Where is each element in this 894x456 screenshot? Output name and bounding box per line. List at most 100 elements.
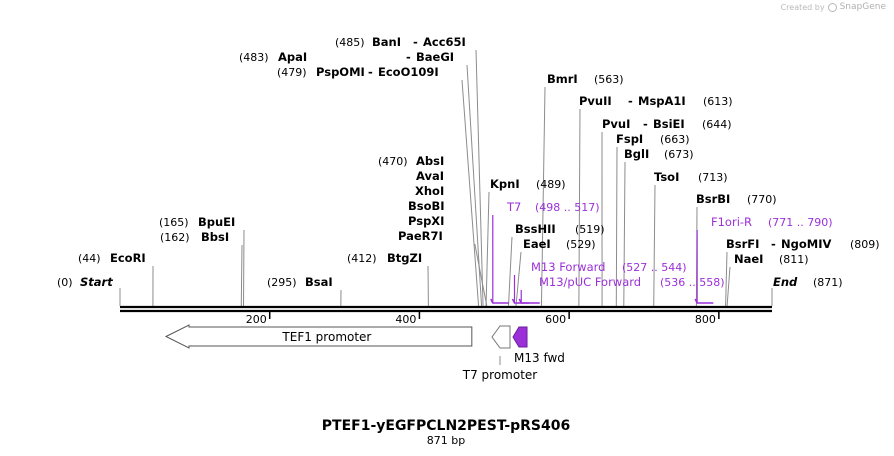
enzyme-site-pspomi[interactable]: (479) PspOMI-EcoO109I bbox=[277, 65, 439, 79]
primer-m13-puc-forward[interactable]: M13/pUC Forward(536 .. 558) bbox=[518, 275, 725, 304]
enzyme-name[interactable]: BmrI bbox=[547, 72, 578, 86]
enzyme-name[interactable]: BbsI bbox=[201, 230, 229, 244]
enzyme-name[interactable]: ApaI bbox=[278, 50, 307, 64]
enzyme-position: (485) bbox=[335, 36, 365, 49]
end-label[interactable]: End bbox=[773, 275, 798, 289]
enzyme-leader bbox=[615, 146, 618, 307]
enzyme-name[interactable]: AbsI bbox=[416, 154, 444, 168]
ruler-tick-label: 200 bbox=[246, 313, 267, 326]
enzyme-position: (479) bbox=[277, 66, 307, 79]
enzyme-site-kpni[interactable]: (489) KpnI bbox=[490, 177, 566, 191]
primer-m13-forward[interactable]: M13 Forward(527 .. 544) bbox=[511, 260, 687, 304]
enzyme-site-pvui[interactable]: (644)PvuI-BsiEI bbox=[602, 117, 732, 131]
enzyme-site-bani[interactable]: (485)BanI-Acc65I bbox=[335, 35, 466, 49]
enzyme-site-bsai[interactable]: (295) BsaI bbox=[267, 275, 333, 289]
enzyme-name[interactable]: BpuEI bbox=[198, 215, 235, 229]
enzyme-name[interactable]: MspA1I bbox=[638, 94, 686, 108]
enzyme-separator: - bbox=[643, 117, 648, 131]
enzyme-leader bbox=[725, 251, 728, 307]
enzyme-position: (489) bbox=[536, 178, 566, 191]
enzyme-name[interactable]: XhoI bbox=[415, 184, 444, 198]
primer-f1ori-r[interactable]: F1ori-R(771 .. 790) bbox=[694, 215, 833, 304]
enzyme-leader bbox=[540, 86, 546, 307]
enzyme-position: (811) bbox=[779, 253, 809, 266]
enzyme-site-bsrfi[interactable]: (809)BsrFI-NgoMIV bbox=[726, 237, 880, 251]
enzyme-site-naei[interactable]: (811) NaeI bbox=[734, 252, 809, 266]
enzyme-name[interactable]: BglI bbox=[624, 147, 649, 161]
enzyme-leader bbox=[461, 79, 480, 307]
ruler-tick-label: 600 bbox=[545, 313, 566, 326]
enzyme-site-fspi[interactable]: (663) FspI bbox=[616, 132, 690, 146]
enzyme-leader bbox=[466, 64, 483, 307]
feature-label: M13 fwd bbox=[514, 351, 565, 365]
enzyme-site-bbsi[interactable]: (162)BbsI bbox=[160, 230, 229, 244]
enzyme-site-btgzi[interactable]: (412)BtgZI bbox=[347, 251, 422, 265]
feature-t7-promoter[interactable]: T7 promoter bbox=[462, 325, 538, 382]
enzyme-leader bbox=[240, 244, 243, 307]
primer-name[interactable]: M13 Forward bbox=[531, 260, 605, 274]
enzyme-separator: - bbox=[368, 65, 373, 79]
enzyme-position: (663) bbox=[660, 133, 690, 146]
enzyme-name[interactable]: AvaI bbox=[416, 169, 444, 183]
enzyme-site-bgli[interactable]: (673)BglI bbox=[624, 147, 694, 161]
primer-name[interactable]: F1ori-R bbox=[711, 215, 752, 229]
enzyme-name[interactable]: EaeI bbox=[523, 237, 551, 251]
feature-tef1-promoter[interactable]: TEF1 promoter bbox=[164, 324, 473, 349]
feature-m13-fwd[interactable]: M13 fwd bbox=[512, 326, 565, 365]
enzyme-name[interactable]: Acc65I bbox=[423, 35, 466, 49]
enzyme-name[interactable]: BsoBI bbox=[408, 199, 445, 213]
enzyme-position: (483) bbox=[239, 51, 269, 64]
primer-name[interactable]: M13/pUC Forward bbox=[539, 275, 641, 289]
enzyme-name[interactable]: EcoRI bbox=[110, 251, 146, 265]
enzyme-site-bsrbi[interactable]: (770)BsrBI bbox=[696, 192, 777, 206]
sequence-backbone bbox=[119, 288, 773, 313]
enzyme-name[interactable]: KpnI bbox=[490, 177, 520, 191]
enzyme-position: (295) bbox=[267, 276, 297, 289]
enzyme-leader bbox=[515, 251, 522, 307]
enzyme-name[interactable]: BtgZI bbox=[387, 251, 422, 265]
enzyme-site-bsshii[interactable]: (519) BssHII bbox=[515, 222, 605, 236]
enzyme-leader bbox=[653, 184, 656, 307]
enzyme-leader bbox=[508, 236, 513, 307]
enzyme-name[interactable]: PvuII bbox=[579, 94, 612, 108]
primer-annotations: T7(498 .. 517)M13 Forward(527 .. 544)M13… bbox=[490, 200, 833, 304]
enzyme-name[interactable]: EcoO109I bbox=[378, 65, 439, 79]
enzyme-leader-lines bbox=[152, 49, 731, 307]
feature-arrow[interactable] bbox=[512, 326, 528, 348]
enzyme-leader bbox=[623, 161, 626, 307]
enzyme-name[interactable]: PspOMI bbox=[316, 65, 365, 79]
enzyme-position: (563) bbox=[594, 73, 624, 86]
enzyme-name[interactable]: BaeGI bbox=[416, 50, 454, 64]
enzyme-separator: - bbox=[406, 50, 411, 64]
enzyme-name[interactable]: BsrFI bbox=[726, 237, 759, 251]
enzyme-name[interactable]: NaeI bbox=[734, 252, 763, 266]
enzyme-name[interactable]: BsaI bbox=[305, 275, 333, 289]
enzyme-name[interactable]: PspXI bbox=[408, 214, 444, 228]
enzyme-site-tsoi[interactable]: (713)TsoI bbox=[654, 170, 728, 184]
enzyme-name[interactable]: FspI bbox=[616, 132, 643, 146]
enzyme-name[interactable]: TsoI bbox=[654, 170, 679, 184]
enzyme-site-pvuii[interactable]: (613)PvuII-MspA1I bbox=[579, 94, 733, 108]
feature-arrow[interactable] bbox=[491, 325, 511, 349]
enzyme-name[interactable]: PvuI bbox=[602, 117, 630, 131]
feature-label: TEF1 promoter bbox=[281, 330, 371, 344]
enzyme-name[interactable]: BsiEI bbox=[653, 117, 685, 131]
sequence-ends: (0) Start End (871) bbox=[57, 275, 843, 289]
enzyme-site-bpuei[interactable]: (165)BpuEI bbox=[159, 215, 235, 229]
enzyme-name[interactable]: NgoMIV bbox=[781, 237, 831, 251]
enzyme-site-ecori[interactable]: (44)EcoRI bbox=[78, 251, 146, 265]
enzyme-position: (519) bbox=[575, 223, 605, 236]
enzyme-name[interactable]: PaeR7I bbox=[398, 229, 443, 243]
enzyme-site-bmri[interactable]: (563) BmrI bbox=[547, 72, 624, 86]
enzyme-name[interactable]: BanI bbox=[372, 35, 401, 49]
enzyme-site-apai[interactable]: (483) ApaI -BaeGI bbox=[239, 50, 454, 64]
primer-t7[interactable]: T7(498 .. 517) bbox=[490, 200, 600, 304]
feature-arrow[interactable] bbox=[164, 324, 473, 349]
ruler-tick-label: 400 bbox=[395, 313, 416, 326]
enzyme-site-eaei[interactable]: (529)EaeI bbox=[523, 237, 596, 251]
enzyme-name[interactable]: BsrBI bbox=[696, 192, 730, 206]
enzyme-name[interactable]: BssHII bbox=[515, 222, 556, 236]
start-label[interactable]: Start bbox=[80, 275, 113, 289]
primer-name[interactable]: T7 bbox=[506, 200, 521, 214]
